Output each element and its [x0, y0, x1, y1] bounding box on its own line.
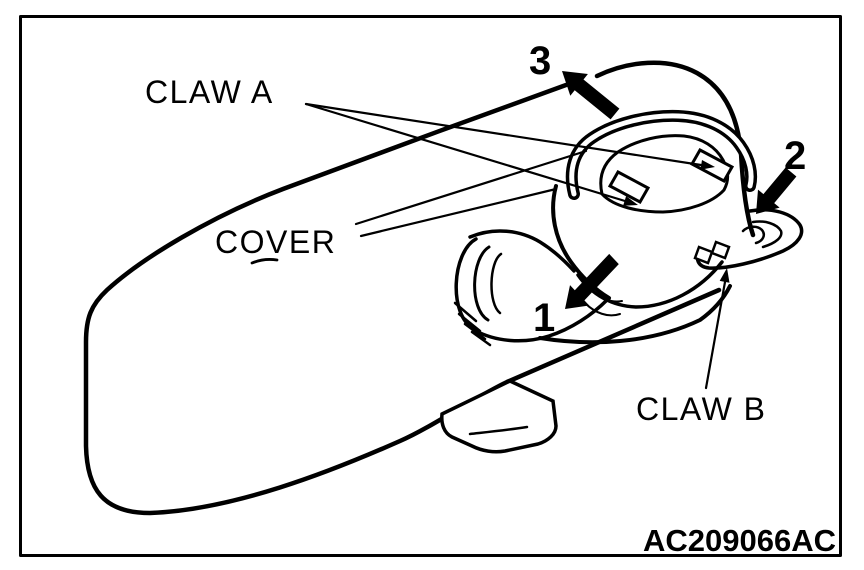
mirror-body-outline	[83, 82, 722, 516]
base-plate-outline	[695, 208, 804, 270]
stalk-bottom-edge	[472, 298, 609, 343]
step-3-arrow	[562, 71, 620, 120]
pivot-boot-arc-middle	[473, 245, 491, 322]
claw-a-label: CLAW A	[145, 74, 274, 110]
mirror-housing-top-edge	[594, 60, 756, 238]
cover-edge-dash	[250, 258, 279, 265]
claw-b-leader-line	[704, 280, 727, 390]
mount-housing-inner-edge	[576, 260, 724, 309]
step-2-number: 2	[784, 134, 806, 178]
base-plate-inner-line	[751, 220, 783, 249]
claw-a-tab-left	[607, 169, 651, 205]
step-1-number: 1	[533, 296, 555, 340]
claw-b-leader-arrowhead	[719, 268, 730, 283]
stalk-top-edge	[468, 229, 576, 273]
connector-square-left	[693, 245, 714, 265]
pivot-boot-arc-outer	[454, 237, 478, 331]
claw-a-leader-arrowhead-1	[700, 160, 715, 170]
mirror-base-tab	[440, 379, 558, 454]
claw-a-leader-line-2	[304, 102, 627, 203]
step-2-arrow	[756, 167, 797, 214]
figure-code: AC209066AC	[643, 523, 836, 558]
cover-rim-gap	[569, 113, 754, 197]
step-1-arrow	[565, 253, 619, 309]
mirror-base-tab-crease	[468, 425, 529, 436]
step-3-number: 3	[529, 39, 551, 83]
cover-leader-line-1	[354, 149, 588, 226]
claw-b-label: CLAW B	[636, 391, 767, 427]
claw-a-leader-arrowhead-2	[623, 196, 638, 206]
cover-leader-line-2	[359, 187, 558, 238]
claw-a-leader-line-1	[304, 102, 703, 167]
connector-square-right	[710, 240, 731, 260]
claw-b-hook	[741, 225, 765, 245]
pivot-boot-arc-inner	[490, 252, 503, 315]
figure-border	[19, 15, 842, 557]
cover-label: COVER	[215, 224, 336, 260]
